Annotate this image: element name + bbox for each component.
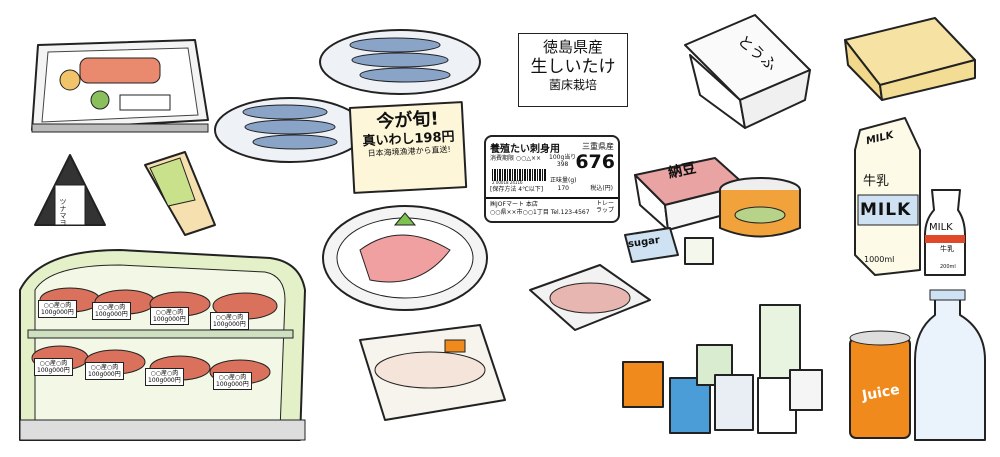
milk-carton-jp: 牛乳 <box>863 174 890 189</box>
milk-bottle-brand: MILK <box>929 222 953 233</box>
barcode-number: 2 00018 24116 <box>492 180 523 185</box>
fish-fillet-pack <box>359 324 506 421</box>
sardine-plate-top <box>319 29 481 95</box>
tag-name: ○○産○肉 <box>97 304 126 311</box>
shiitake-label-card: 徳島県産 生しいたけ 菌床栽培 <box>518 33 628 107</box>
meat-display-case <box>19 249 306 441</box>
onigiri-label: ツナマヨ <box>59 198 67 226</box>
sardine-plate-bottom <box>214 97 366 163</box>
unit-price-value: 398 <box>556 161 569 169</box>
water-bottle <box>914 289 986 441</box>
canned-beans <box>719 177 801 238</box>
unit-price-caption: 100g当り <box>549 154 577 161</box>
store-address: ○○県××市○○1丁目 Tel.123-4567 <box>490 208 590 216</box>
tag-price: 100g000円 <box>148 377 181 385</box>
shiitake-method: 菌床栽培 <box>548 78 597 92</box>
tag-name: ○○産○肉 <box>39 360 68 367</box>
tag-price: 100g000円 <box>95 311 128 319</box>
tag-price: 100g000円 <box>153 316 186 324</box>
label-tax: 税込(円) <box>590 185 613 192</box>
milk-carton-volume: 1000ml <box>864 255 895 264</box>
milk-bottle <box>924 189 966 276</box>
milk-bottle-volume: 200ml <box>940 264 956 270</box>
label-store: ㈱JOFマート 本店○○県××市○○1丁目 Tel.123-4567 <box>490 201 590 217</box>
sardine-sign-board <box>348 101 468 194</box>
shiitake-product: 生しいたけ <box>530 56 616 77</box>
sashimi-platter <box>322 205 488 311</box>
label-weight: 正味量(g)170 <box>550 177 577 193</box>
sardine-sign: 今が旬! 真いわし198円 日本海境漁港から直送! <box>355 107 463 188</box>
tag-price: 100g000円 <box>213 321 246 329</box>
milk-carton-brand: MILK <box>860 200 912 220</box>
barcode-icon <box>492 169 546 181</box>
label-prefecture: 三重県産 <box>582 142 614 151</box>
label-title: 養殖たい刺身用 <box>490 144 560 155</box>
tag-price: 100g000円 <box>37 367 70 375</box>
tag-name: ○○産○肉 <box>215 314 244 321</box>
tofu-pack <box>684 14 811 129</box>
sugar-cubes <box>624 227 714 265</box>
canned-goods <box>622 304 823 434</box>
store-name: ㈱JOFマート 本店 <box>490 201 538 208</box>
tray-recycle-mark: トレー ラップ <box>595 200 614 215</box>
weight-caption: 正味量(g) <box>550 177 577 184</box>
tag-price: 100g000円 <box>88 371 121 379</box>
sandwich <box>144 151 216 236</box>
label-price: 676 <box>575 151 615 173</box>
meat-tray <box>529 264 651 331</box>
tag-name: ○○産○肉 <box>43 302 72 309</box>
label-expiry: 消費期限 ○○△×× <box>490 155 542 162</box>
label-storage: [保存方法 4℃以下] <box>490 186 544 193</box>
weight-value: 170 <box>557 184 569 192</box>
tag-name: ○○産○肉 <box>218 374 247 381</box>
tag-name: ○○産○肉 <box>150 370 179 377</box>
onigiri <box>34 154 106 226</box>
butter-pack <box>844 17 976 101</box>
tag-price: 100g000円 <box>41 309 74 317</box>
tag-name: ○○産○肉 <box>90 364 119 371</box>
label-divider <box>486 197 618 199</box>
milk-carton <box>854 117 921 276</box>
juice-can <box>849 330 911 439</box>
tag-price: 100g000円 <box>216 381 249 389</box>
shiitake-origin: 徳島県産 <box>542 38 603 56</box>
tag-name: ○○産○肉 <box>155 309 184 316</box>
bento-box <box>31 39 209 133</box>
milk-bottle-jp: 牛乳 <box>940 245 954 253</box>
